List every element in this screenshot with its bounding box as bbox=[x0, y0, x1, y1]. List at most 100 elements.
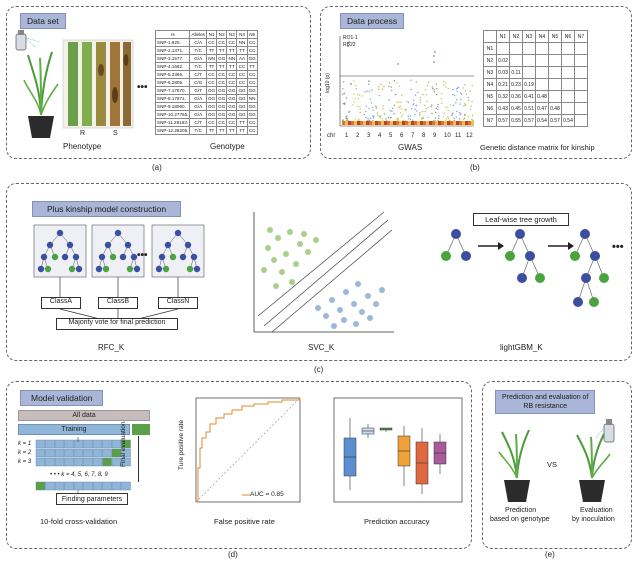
snp-point bbox=[392, 107, 394, 110]
snp-point bbox=[449, 104, 452, 106]
snp-point bbox=[382, 105, 384, 107]
peak-label-1: RO1-1 bbox=[343, 35, 358, 41]
density-band bbox=[390, 121, 393, 125]
snp-point bbox=[398, 106, 401, 109]
fold-cell bbox=[45, 457, 55, 467]
density-band bbox=[372, 121, 375, 125]
lgbm-label: lightGBM_K bbox=[500, 343, 543, 352]
snp-point bbox=[431, 86, 433, 88]
lgbm-node bbox=[525, 251, 535, 261]
tree-node bbox=[190, 253, 198, 261]
density-band bbox=[444, 121, 447, 125]
genotype-cell: CC bbox=[236, 70, 248, 79]
fold-cell bbox=[121, 439, 131, 449]
snp-point bbox=[381, 88, 384, 90]
genotype-cell: GG bbox=[216, 102, 228, 111]
genotype-cell: C/T bbox=[189, 70, 207, 79]
kinship-header-cell: N6 bbox=[561, 30, 575, 43]
roc-curve bbox=[195, 397, 301, 503]
genotype-cell: CC bbox=[246, 46, 258, 55]
snp-point bbox=[383, 85, 385, 88]
lgbm-diagram: ••• bbox=[441, 229, 624, 307]
svc-class-blue bbox=[341, 317, 347, 323]
snp-point bbox=[357, 98, 360, 100]
panel-b bbox=[320, 6, 632, 159]
genotype-cell: TT bbox=[216, 46, 228, 55]
fold-cell bbox=[54, 481, 65, 491]
snp-point bbox=[419, 113, 421, 116]
fold-cell bbox=[54, 439, 65, 449]
snp-point bbox=[410, 79, 412, 81]
genotype-cell: C/T bbox=[189, 118, 207, 127]
lgbm-node bbox=[441, 251, 451, 261]
kinship-cell bbox=[509, 54, 523, 67]
tree-node bbox=[162, 265, 170, 273]
kinship-cell bbox=[561, 66, 575, 79]
snp-point bbox=[412, 104, 414, 106]
genotype-cell: GG bbox=[205, 86, 218, 95]
kinship-cell: 0.57 bbox=[522, 114, 536, 127]
finding-parameters-box: Finding parameters bbox=[56, 493, 128, 505]
fold-cell bbox=[35, 457, 46, 467]
genotype-cell: G/A bbox=[189, 54, 207, 63]
panel-a-title: Data set bbox=[20, 13, 66, 29]
tree-node bbox=[174, 229, 182, 237]
genotype-cell: SNP-7.17870. bbox=[154, 86, 191, 95]
leaf-strips-image bbox=[62, 39, 134, 129]
kinship-cell: 0.48 bbox=[548, 102, 562, 115]
svc-class-green bbox=[287, 229, 293, 235]
snp-point bbox=[413, 103, 415, 105]
genotype-cell: T/C bbox=[189, 62, 207, 71]
density-band bbox=[462, 121, 465, 125]
snp-point bbox=[346, 118, 349, 120]
snp-point bbox=[427, 116, 429, 119]
snp-point bbox=[356, 94, 359, 96]
svc-boundary bbox=[263, 219, 389, 327]
svc-boundary bbox=[257, 211, 385, 317]
svc-class-green bbox=[305, 249, 311, 255]
snp-point bbox=[424, 110, 427, 113]
genotype-cell: CC bbox=[216, 118, 228, 127]
snp-point bbox=[394, 93, 397, 96]
density-band bbox=[384, 121, 387, 125]
chr-tick-label: 3 bbox=[367, 133, 371, 139]
fold-cell bbox=[111, 457, 122, 467]
density-band bbox=[408, 121, 411, 125]
snp-point bbox=[363, 113, 365, 116]
genotype-cell: SNP-9.18060. bbox=[154, 102, 191, 111]
snp-point bbox=[391, 89, 393, 92]
snp-point bbox=[420, 118, 423, 120]
svc-diagram bbox=[253, 211, 394, 333]
genotype-cell: CC bbox=[226, 38, 238, 47]
snp-point bbox=[465, 93, 468, 95]
svc-class-green bbox=[279, 269, 285, 275]
snp-point bbox=[437, 105, 439, 108]
density-band bbox=[351, 121, 354, 125]
kinship-row-label: N5 bbox=[483, 90, 497, 103]
snp-point bbox=[356, 105, 359, 108]
snp-point bbox=[442, 116, 445, 118]
vote-arrow bbox=[137, 308, 179, 320]
genotype-cell: G/A bbox=[189, 110, 207, 119]
snp-point bbox=[368, 119, 370, 121]
chr-tick-label: 11 bbox=[455, 133, 462, 139]
snp-point bbox=[353, 101, 355, 103]
kinship-cell bbox=[548, 54, 562, 67]
snp-point bbox=[390, 86, 392, 88]
density-band bbox=[381, 121, 384, 125]
snp-point bbox=[345, 117, 348, 120]
snp-point bbox=[419, 96, 421, 99]
k-label-2: k = 2 bbox=[18, 450, 32, 456]
svc-class-green bbox=[273, 283, 279, 289]
genotype-cell: TT bbox=[216, 126, 228, 135]
fold-cell bbox=[64, 457, 74, 467]
snp-point bbox=[464, 104, 467, 106]
snp-point bbox=[378, 86, 380, 88]
snp-point bbox=[468, 99, 470, 102]
genotype-header-cell: Alleles bbox=[189, 30, 207, 39]
density-band bbox=[375, 121, 378, 125]
rice-plant-pot-icon bbox=[23, 51, 59, 138]
genotype-header-cell: N1 bbox=[205, 30, 218, 39]
genotype-cell: GG bbox=[236, 94, 248, 103]
